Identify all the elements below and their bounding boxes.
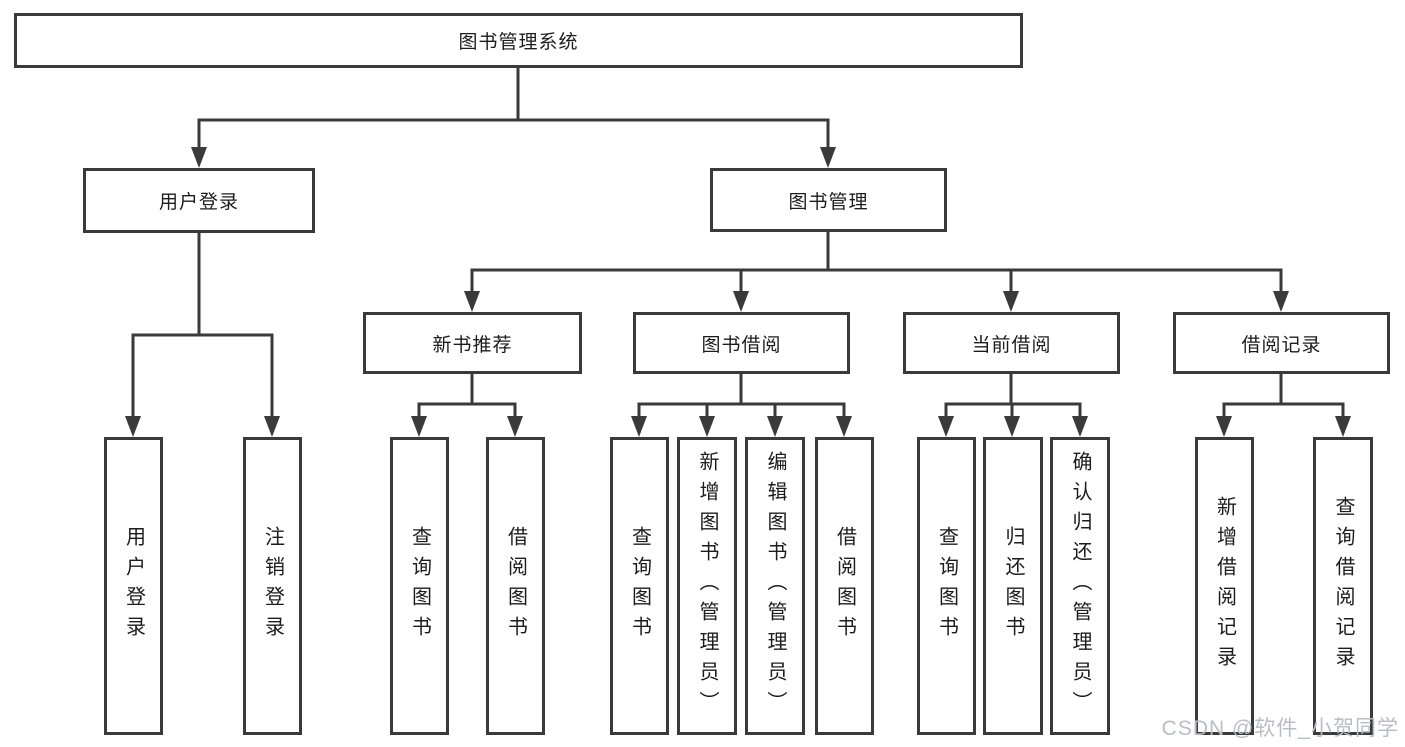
node-leaf-add-books-admin: 新增图书（管理员） (677, 437, 737, 735)
node-user-login: 用户登录 (83, 168, 315, 233)
node-current-borrowing: 当前借阅 (903, 312, 1120, 374)
node-leaf-user-login: 用户登录 (104, 437, 163, 735)
node-leaf-add-borrow-record: 新增借阅记录 (1195, 437, 1254, 735)
node-leaf-confirm-return-admin: 确认归还（管理员） (1050, 437, 1110, 735)
node-leaf-query-borrow-record: 查询借阅记录 (1313, 437, 1373, 735)
node-borrowing-records: 借阅记录 (1173, 312, 1390, 374)
node-book-management: 图书管理 (710, 168, 947, 232)
node-leaf-borrow-books-2: 借阅图书 (815, 437, 874, 735)
node-leaf-query-books-3: 查询图书 (917, 437, 976, 735)
watermark: CSDN @软件_小贺同学 (1161, 717, 1399, 740)
node-leaf-query-books-1: 查询图书 (390, 437, 449, 735)
node-book-borrowing: 图书借阅 (633, 312, 850, 374)
node-leaf-edit-books-admin: 编辑图书（管理员） (745, 437, 805, 735)
node-leaf-logout: 注销登录 (243, 437, 302, 735)
node-leaf-query-books-2: 查询图书 (610, 437, 669, 735)
node-leaf-borrow-books-1: 借阅图书 (486, 437, 545, 735)
node-library-management-system: 图书管理系统 (14, 13, 1023, 68)
node-new-book-recommendation: 新书推荐 (363, 312, 582, 374)
node-leaf-return-books: 归还图书 (983, 437, 1043, 735)
